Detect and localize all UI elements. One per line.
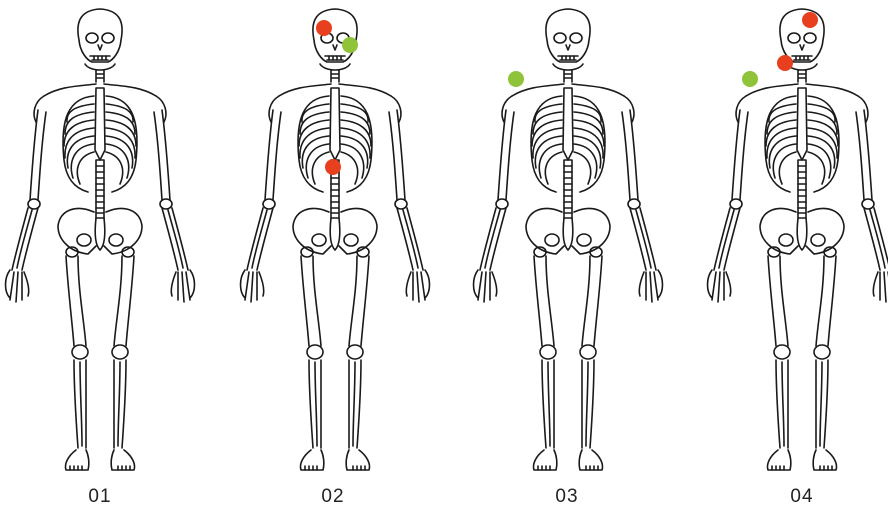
red-marker-lower-thoracic-spine <box>325 159 341 175</box>
skeleton-panel-03 <box>474 9 663 470</box>
panel-label-04: 04 <box>772 486 832 508</box>
skeleton-panel-01 <box>6 9 195 470</box>
panel-label-02: 02 <box>303 486 363 508</box>
panel-label-01: 01 <box>70 486 130 508</box>
panel-label-03: 03 <box>537 486 597 508</box>
red-marker-jaw-right <box>777 55 793 71</box>
green-marker-temple-left <box>342 37 358 53</box>
green-marker-right-shoulder-outside <box>742 71 758 87</box>
red-marker-forehead-right <box>316 20 332 36</box>
skeleton-panel-02 <box>241 9 430 470</box>
red-marker-crown <box>802 12 818 28</box>
skeleton-panel-04 <box>708 9 888 470</box>
green-marker-right-shoulder-outside <box>508 71 524 87</box>
